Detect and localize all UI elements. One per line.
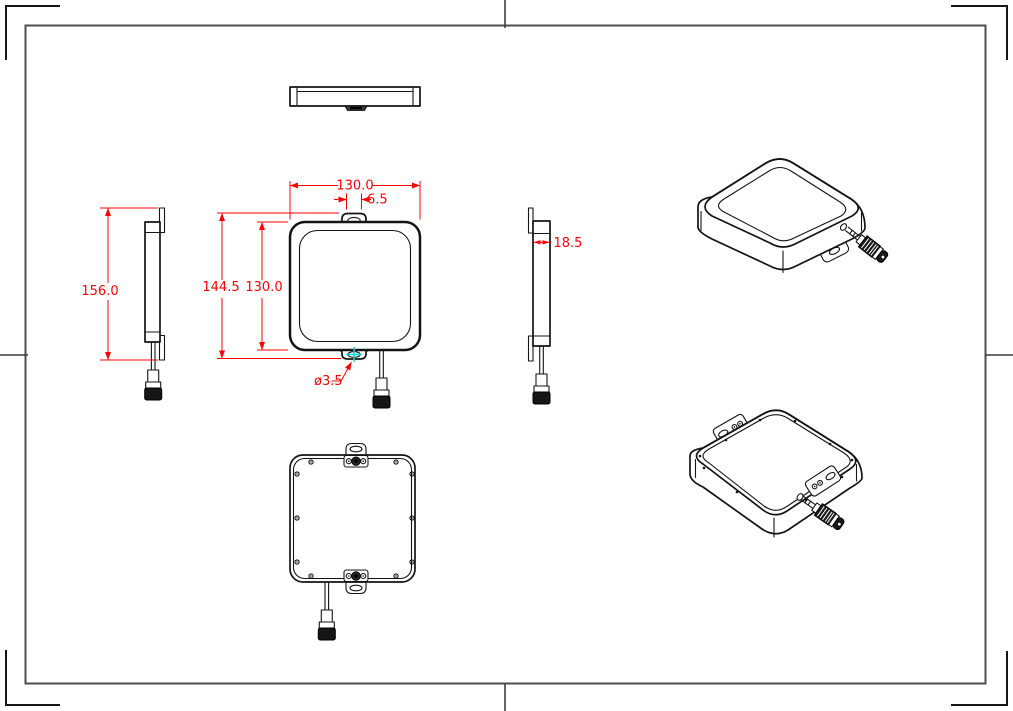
bracket-plate-bottom bbox=[343, 569, 369, 583]
dim-overall-height: 144.5 bbox=[202, 212, 341, 359]
right-side-view: 18.5 bbox=[527, 207, 583, 405]
dim-text-tab-slot: 6.5 bbox=[367, 193, 388, 208]
dim-tab-slot-width: 6.5 bbox=[334, 193, 388, 210]
back-view bbox=[289, 442, 416, 641]
bracket-tab-bottom bbox=[345, 581, 367, 595]
dim-text-front-width: 130.0 bbox=[336, 179, 373, 194]
cable-connector bbox=[532, 345, 551, 405]
panel-outline bbox=[288, 220, 422, 352]
bracket-plate-top bbox=[343, 454, 369, 468]
dim-side-overall-height: 156.0 bbox=[81, 207, 158, 361]
dim-text-overall-height: 144.5 bbox=[202, 280, 239, 295]
cable-connector bbox=[372, 349, 391, 409]
housing-body bbox=[144, 221, 161, 343]
dim-text-panel-height: 130.0 bbox=[245, 280, 282, 295]
corner-mark-bottom-left bbox=[5, 650, 60, 706]
back-panel-outline bbox=[289, 454, 416, 583]
sheet-border bbox=[24, 24, 987, 685]
panel-top-face bbox=[704, 158, 860, 248]
corner-mark-bottom-right bbox=[951, 651, 1008, 706]
housing-outline bbox=[289, 86, 421, 107]
rf-port bbox=[839, 223, 848, 231]
back-face-inner-line bbox=[702, 414, 851, 511]
dim-text-side-height: 156.0 bbox=[81, 284, 118, 299]
iso-view-front bbox=[697, 158, 891, 274]
corner-mark-top-left bbox=[5, 5, 60, 60]
radome-face bbox=[298, 229, 412, 343]
top-view bbox=[289, 86, 421, 111]
bracket-tab-top bbox=[345, 442, 367, 456]
bracket-slot-top bbox=[349, 445, 363, 453]
dim-text-thickness: 18.5 bbox=[554, 236, 583, 251]
mounting-tab-top bbox=[158, 207, 166, 234]
bracket-slot-bottom bbox=[349, 584, 363, 592]
dim-panel-height: 130.0 bbox=[245, 221, 288, 351]
housing-body bbox=[532, 220, 551, 347]
center-mark bbox=[346, 347, 362, 362]
panel-back-face bbox=[695, 409, 857, 516]
dim-mount-hole: ø3.5 bbox=[314, 361, 352, 389]
iso-view-back bbox=[689, 409, 863, 538]
mounting-tab-bottom bbox=[527, 335, 534, 362]
left-side-view: 156.0 bbox=[81, 207, 166, 401]
case-screws bbox=[294, 459, 415, 579]
dim-text-mount-hole: ø3.5 bbox=[314, 374, 343, 389]
radome-face bbox=[717, 166, 847, 242]
mounting-tab-bottom bbox=[158, 334, 166, 361]
dim-front-width: 130.0 bbox=[289, 179, 421, 220]
cable-connector bbox=[317, 581, 336, 641]
rf-port bbox=[796, 493, 804, 501]
corner-mark-top-right bbox=[951, 5, 1008, 60]
dim-panel-thickness: 18.5 bbox=[533, 236, 583, 251]
case-screws bbox=[698, 418, 854, 502]
mounting-bracket-bottom bbox=[804, 465, 842, 497]
front-view: 130.0 6.5 144.5 130.0 ø3.5 bbox=[202, 179, 422, 409]
